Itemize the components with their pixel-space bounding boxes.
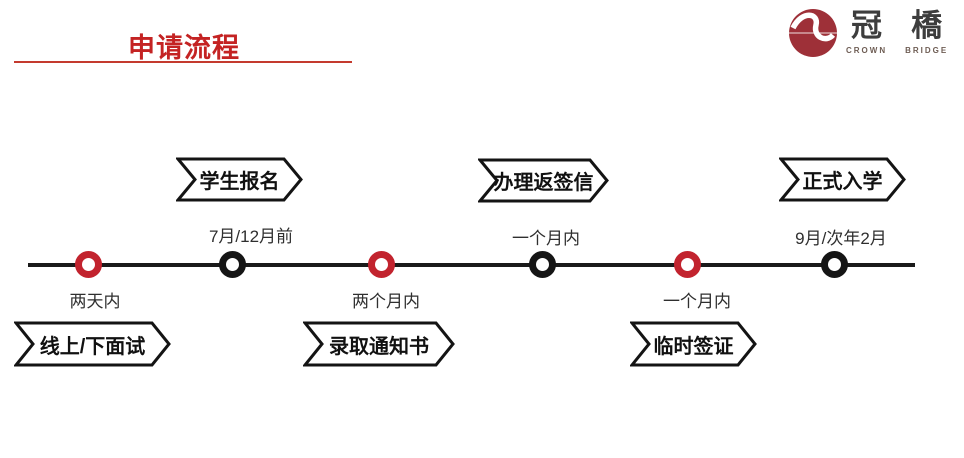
stage-label: 临时签证 <box>653 335 734 358</box>
stage-label: 线上/下面试 <box>39 335 146 358</box>
timeline-axis <box>28 263 915 267</box>
title-underline <box>14 61 352 63</box>
timeline-node-5 <box>674 251 701 278</box>
timeline-node-4 <box>529 251 556 278</box>
stage-chevron-temp-visa: 临时签证 <box>630 321 757 367</box>
stage-chevron-visa-letter: 办理返签信 <box>478 158 609 203</box>
duration-label-2: 7月/12月前 <box>208 227 294 246</box>
duration-label-5: 一个月内 <box>663 292 731 311</box>
chevron-shape-icon <box>303 321 455 367</box>
logo-en-bridge: BRIDGE <box>905 46 949 55</box>
chevron-shape-icon <box>779 157 906 202</box>
chevron-shape-icon <box>478 158 609 203</box>
duration-label-4: 一个月内 <box>512 229 580 248</box>
duration-label-6: 9月/次年2月 <box>795 229 887 248</box>
stage-label: 录取通知书 <box>329 335 429 358</box>
timeline-node-1 <box>75 251 102 278</box>
crown-bridge-swirl-icon <box>788 9 838 57</box>
logo-en-crown: CROWN <box>846 46 888 55</box>
timeline-node-6 <box>821 251 848 278</box>
duration-label-1: 两天内 <box>69 292 121 311</box>
chevron-shape-icon <box>630 321 757 367</box>
stage-chevron-student-signup: 学生报名 <box>176 157 303 202</box>
stage-chevron-enrollment: 正式入学 <box>779 157 906 202</box>
logo-word-bridge: 橋 BRIDGE <box>905 8 948 55</box>
timeline-node-3 <box>368 251 395 278</box>
logo-zh-crown: 冠 <box>851 8 883 43</box>
stage-label: 办理返签信 <box>493 172 594 194</box>
company-logo: 冠 CROWN 橋 BRIDGE <box>788 8 948 58</box>
duration-label-3: 两个月内 <box>352 292 420 311</box>
stage-label: 正式入学 <box>802 171 883 193</box>
stage-chevron-online-interview: 线上/下面试 <box>14 321 171 367</box>
chevron-shape-icon <box>176 157 303 202</box>
timeline-node-2 <box>219 251 246 278</box>
stage-label: 学生报名 <box>199 171 280 193</box>
stage-chevron-admission-letter: 录取通知书 <box>303 321 455 367</box>
logo-word-crown: 冠 CROWN <box>846 8 887 55</box>
logo-zh-bridge: 橋 <box>911 8 943 43</box>
page-title: 申请流程 <box>128 33 240 63</box>
chevron-shape-icon <box>14 321 171 367</box>
